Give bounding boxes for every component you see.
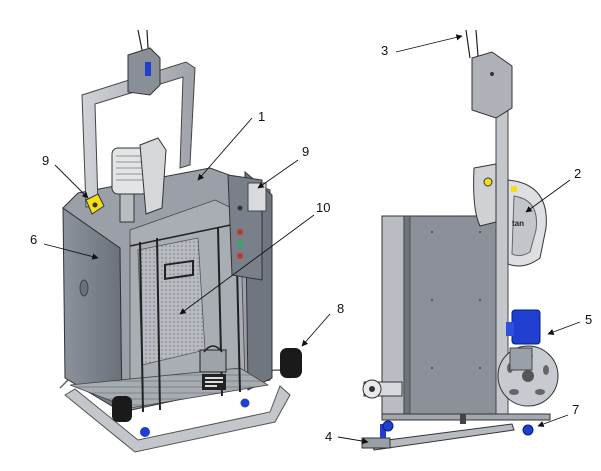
rear-wheel-hub (369, 386, 375, 392)
castor (240, 398, 250, 408)
plate-line (205, 385, 217, 387)
skid-foot (460, 414, 466, 424)
button-red (237, 229, 243, 235)
callout-1: 1 (258, 109, 265, 124)
wheels-left-view (112, 348, 302, 437)
leader-4 (337, 436, 369, 445)
leader-1 (197, 117, 253, 181)
door-rod-2 (156, 237, 161, 411)
button-green (237, 241, 243, 247)
callout-7: 7 (572, 402, 579, 417)
leader-10 (179, 214, 315, 315)
callouts: 1 9 9 10 6 8 3 2 5 7 4 (30, 34, 592, 445)
leader-7 (537, 414, 569, 428)
hook-bracket (127, 47, 161, 96)
wheel (280, 348, 302, 378)
castor-rear (522, 424, 534, 436)
foot-lever (371, 423, 515, 451)
base-frame (64, 385, 291, 453)
basket-handle (203, 345, 223, 353)
lever-castor (380, 424, 386, 438)
warning-tag (511, 186, 517, 192)
hook-line (146, 29, 149, 49)
side-view: tan (361, 29, 559, 451)
floor-basket (199, 349, 227, 373)
pedal (361, 437, 391, 449)
leader-9-right (257, 159, 299, 189)
plate-line (205, 381, 223, 383)
motor-shaft (119, 193, 135, 223)
motor-fins (116, 155, 144, 181)
pulley-hub (522, 370, 534, 382)
hook-blue (145, 62, 151, 76)
side-box (473, 163, 497, 227)
door-top (129, 221, 246, 247)
callout-2: 2 (574, 166, 581, 181)
gear-box (509, 347, 533, 371)
castor (140, 427, 150, 437)
callout-9-left: 9 (42, 153, 49, 168)
motor-guard (139, 137, 167, 215)
button-small (237, 205, 243, 211)
castor-front (382, 420, 394, 432)
callout-10: 10 (316, 200, 330, 215)
callout-9-right: 9 (302, 144, 309, 159)
door-rod-1 (139, 241, 144, 413)
mast-cable (475, 29, 479, 57)
leader-8 (301, 313, 331, 347)
cover-logo: tan (512, 219, 524, 228)
plate-line (205, 377, 223, 379)
callout-3: 3 (381, 43, 388, 58)
blue-motor (511, 309, 541, 345)
callout-4: 4 (325, 429, 332, 444)
mesh-handle (164, 259, 194, 280)
blue-motor-cap (506, 322, 514, 336)
side-port (79, 279, 89, 297)
leader-2 (525, 179, 571, 213)
button-red-2 (237, 253, 243, 259)
leader-3 (395, 34, 463, 53)
warning-dot (483, 177, 493, 187)
callout-8: 8 (337, 301, 344, 316)
junction-box (247, 182, 267, 212)
filter-mesh (137, 237, 206, 366)
callout-5: 5 (585, 312, 592, 327)
callout-6: 6 (30, 232, 37, 247)
hook-line (137, 29, 143, 51)
mast-pin (490, 72, 494, 76)
wheel (112, 396, 132, 422)
tank-edge (403, 215, 411, 415)
mast-top-bracket (471, 51, 513, 119)
isometric-view (59, 29, 302, 453)
rivets (431, 231, 481, 369)
mast-cable (465, 29, 471, 59)
leader-5 (547, 321, 581, 335)
leader-9-left (54, 164, 89, 199)
warning-symbol (92, 202, 98, 208)
leader-6 (43, 243, 99, 260)
